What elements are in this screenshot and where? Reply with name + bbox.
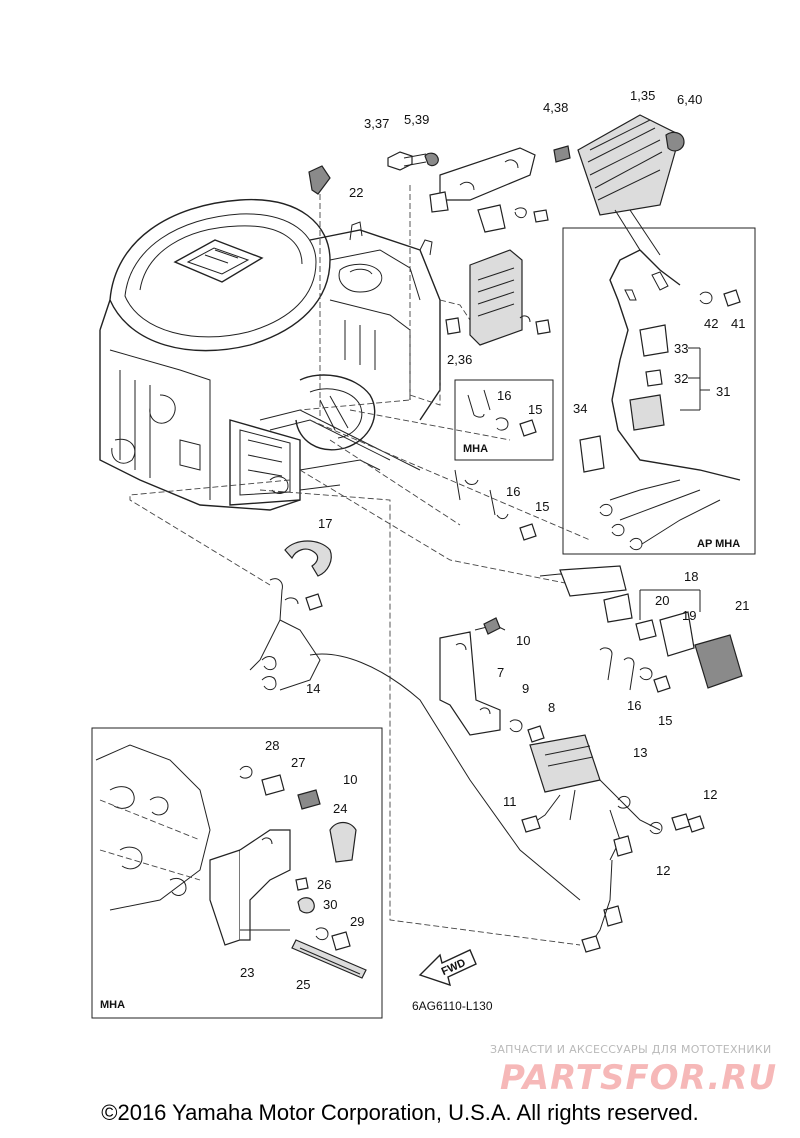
callout-15a: 15	[528, 402, 542, 417]
callout-3-37: 3,37	[364, 116, 389, 131]
rectifier-regulator	[553, 114, 685, 261]
watermark-tagline: ЗАПЧАСТИ И АКСЕССУАРЫ ДЛЯ МОТОТЕХНИКИ	[490, 1043, 772, 1056]
callout-27: 27	[291, 755, 305, 770]
callout-24: 24	[333, 801, 347, 816]
callout-5-39: 5,39	[404, 112, 429, 127]
callout-2-36: 2,36	[447, 352, 472, 367]
ap-mha-box	[562, 227, 756, 555]
callout-19: 19	[682, 608, 696, 623]
cdi-unit	[445, 249, 551, 346]
callout-42: 42	[704, 316, 718, 331]
box-label-mha-small: MHA	[463, 443, 488, 455]
upper-bracket	[308, 147, 549, 233]
callout-10a: 10	[516, 633, 530, 648]
callout-16a: 16	[497, 388, 511, 403]
callout-15b: 15	[535, 499, 549, 514]
callout-32: 32	[674, 371, 688, 386]
watermark-logo: PARTSFOR.RU	[500, 1058, 778, 1098]
callout-21: 21	[735, 598, 749, 613]
callout-18: 18	[684, 569, 698, 584]
callout-11: 11	[503, 794, 517, 809]
callout-33: 33	[674, 341, 688, 356]
callout-16b: 16	[506, 484, 520, 499]
callout-41: 41	[731, 316, 745, 331]
callout-28: 28	[265, 738, 279, 753]
leader-lines	[129, 164, 601, 946]
callout-16c: 16	[627, 698, 641, 713]
fwd-arrow-icon	[418, 949, 477, 987]
box-label-mha-bottom: MHA	[100, 999, 125, 1011]
callout-7: 7	[497, 665, 504, 680]
copyright-notice: ©2016 Yamaha Motor Corporation, U.S.A. A…	[101, 1100, 699, 1125]
callout-22: 22	[349, 185, 363, 200]
callout-23: 23	[240, 965, 254, 980]
callout-20: 20	[655, 593, 669, 608]
callout-6-40: 6,40	[677, 92, 702, 107]
callout-30: 30	[323, 897, 337, 912]
callout-4-38: 4,38	[543, 100, 568, 115]
callout-14: 14	[306, 681, 320, 696]
engine-block	[99, 198, 441, 511]
callout-13: 13	[633, 745, 647, 760]
box-label-ap-mha: AP MHA	[697, 538, 740, 550]
part-code: 6AG6110-L130	[412, 999, 493, 1013]
mid-parts	[249, 469, 743, 953]
mha-small-box	[454, 379, 554, 461]
mha-bottom-box	[91, 727, 383, 1019]
callout-15c: 15	[658, 713, 672, 728]
callout-31: 31	[716, 384, 730, 399]
callout-17: 17	[318, 516, 332, 531]
callout-25: 25	[296, 977, 310, 992]
callout-8: 8	[548, 700, 555, 715]
callout-12a: 12	[703, 787, 717, 802]
callout-1-35: 1,35	[630, 88, 655, 103]
callout-9: 9	[522, 681, 529, 696]
callout-34: 34	[573, 401, 587, 416]
callout-10b: 10	[343, 772, 357, 787]
callout-26: 26	[317, 877, 331, 892]
callout-12b: 12	[656, 863, 670, 878]
callout-29: 29	[350, 914, 364, 929]
